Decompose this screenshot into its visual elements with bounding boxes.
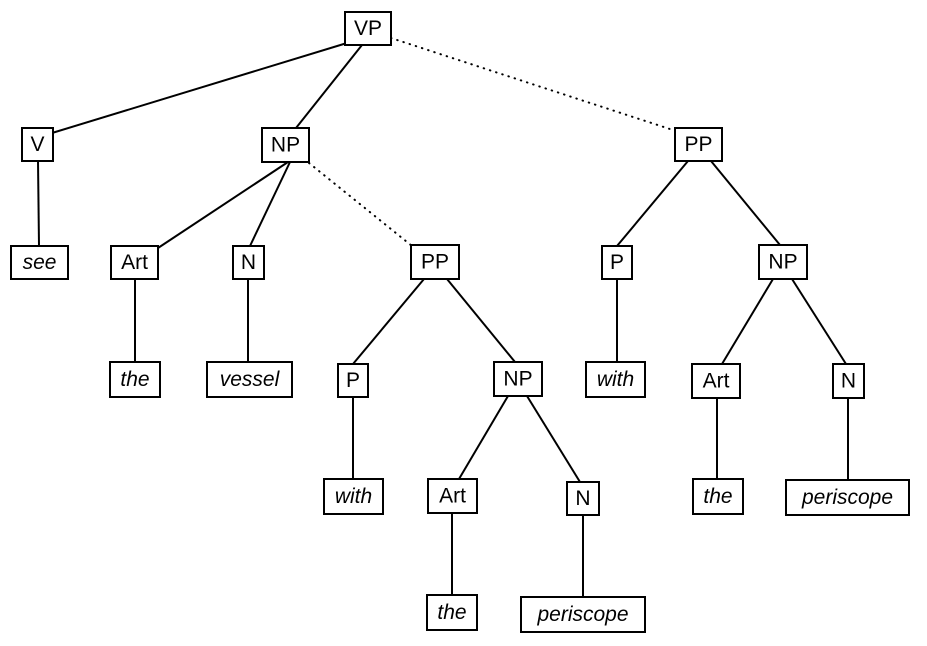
- node-label: N: [575, 487, 590, 510]
- node-label: periscope: [801, 486, 893, 509]
- node-box: [232, 245, 265, 280]
- node-box: [493, 361, 543, 397]
- category-node-art_right: Art: [691, 363, 741, 399]
- node-label: PP: [421, 251, 449, 274]
- node-box: [206, 361, 293, 398]
- tree-edge-np1-to-n1: [249, 161, 291, 247]
- category-node-art1: Art: [110, 245, 159, 280]
- tree-edge-np_right-to-art_right: [721, 278, 774, 365]
- node-box: [109, 361, 161, 398]
- tree-edge-np_mid-to-art_mid: [458, 395, 509, 480]
- category-node-pp_mid: PP: [410, 244, 460, 280]
- tree-edge-np_right-to-n_right: [791, 278, 847, 365]
- node-box: [21, 127, 54, 162]
- node-box: [426, 594, 478, 631]
- leaf-node-with_r: with: [585, 361, 646, 398]
- node-label: Art: [121, 251, 148, 274]
- leaf-node-persc_r: periscope: [785, 479, 910, 516]
- node-label: vessel: [220, 368, 281, 391]
- node-label: the: [120, 368, 149, 391]
- node-box: [832, 363, 865, 399]
- edge-layer: [37, 37, 849, 597]
- node-label: Art: [439, 485, 466, 508]
- node-box: [691, 363, 741, 399]
- node-box: [785, 479, 910, 516]
- category-node-v: V: [21, 127, 54, 162]
- leaf-node-the_m: the: [426, 594, 478, 631]
- tree-edge-vp-to-np1: [295, 44, 363, 129]
- node-box: [566, 481, 600, 516]
- node-label: N: [241, 251, 256, 274]
- category-node-p_mid: P: [337, 363, 369, 398]
- node-box: [110, 245, 159, 280]
- node-label: Art: [703, 370, 730, 393]
- node-box: [323, 478, 384, 515]
- node-box: [585, 361, 646, 398]
- node-label: N: [841, 370, 856, 393]
- leaf-node-the_r: the: [692, 478, 744, 515]
- leaf-node-persc_m: periscope: [520, 596, 646, 633]
- tree-edge-pp_right-to-p_right: [616, 160, 689, 247]
- tree-edge-np_mid-to-n_mid: [526, 395, 581, 483]
- node-label: VP: [354, 17, 382, 40]
- category-node-np_mid: NP: [493, 361, 543, 397]
- category-node-p_right: P: [601, 245, 633, 280]
- tree-edge-pp_mid-to-p_mid: [352, 278, 425, 365]
- node-label: the: [437, 601, 466, 624]
- category-node-vp: VP: [344, 11, 392, 46]
- node-label: NP: [503, 368, 532, 391]
- node-label: V: [30, 133, 44, 156]
- node-box: [674, 127, 723, 162]
- node-label: NP: [271, 134, 300, 157]
- node-box: [10, 245, 69, 280]
- node-box: [427, 478, 478, 514]
- node-label: periscope: [536, 603, 628, 626]
- leaf-node-with_m: with: [323, 478, 384, 515]
- category-node-np_right: NP: [758, 244, 808, 280]
- tree-edge-v-to-see: [37, 160, 40, 247]
- category-node-pp_right: PP: [674, 127, 723, 162]
- node-box: [601, 245, 633, 280]
- category-node-n_right: N: [832, 363, 865, 399]
- category-node-n_mid: N: [566, 481, 600, 516]
- node-box: [261, 127, 310, 163]
- node-label: NP: [768, 251, 797, 274]
- tree-edge-np1-to-art1: [157, 161, 289, 249]
- node-label: P: [346, 369, 360, 392]
- tree-edge-pp_mid-to-np_mid: [446, 278, 516, 363]
- node-label: the: [703, 485, 732, 508]
- node-label: PP: [684, 133, 712, 156]
- node-box: [758, 244, 808, 280]
- tree-edge-pp_right-to-np_right: [710, 160, 781, 246]
- node-box: [520, 596, 646, 633]
- node-label: with: [597, 368, 634, 391]
- node-label: P: [610, 251, 624, 274]
- leaf-node-vessel: vessel: [206, 361, 293, 398]
- category-node-n1: N: [232, 245, 265, 280]
- node-box: [337, 363, 369, 398]
- node-label: see: [23, 251, 57, 274]
- node-label: with: [335, 485, 372, 508]
- leaf-node-the1: the: [109, 361, 161, 398]
- node-box: [410, 244, 460, 280]
- node-box: [344, 11, 392, 46]
- tree-edge-vp-to-pp_right: [390, 37, 677, 132]
- node-box: [692, 478, 744, 515]
- tree-edge-vp-to-v: [51, 42, 348, 134]
- leaf-node-see: see: [10, 245, 69, 280]
- category-node-art_mid: Art: [427, 478, 478, 514]
- tree-edge-np1-to-pp_mid: [308, 162, 413, 247]
- category-node-np1: NP: [261, 127, 310, 163]
